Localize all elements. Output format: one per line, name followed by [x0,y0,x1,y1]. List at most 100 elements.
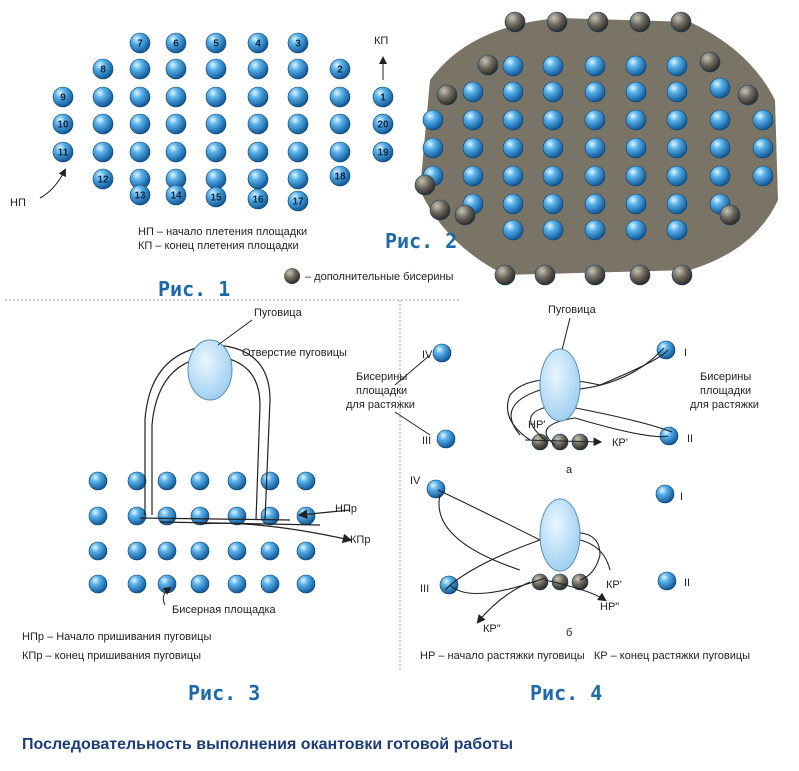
fig4-kr-prime: КР' [612,437,628,449]
bead-number: 2 [337,65,343,76]
fig4-nr-dprime: НР" [600,601,619,613]
fig2-bead [542,81,564,103]
fig3-title: Рис. 3 [188,681,260,705]
fig2-bead-grid [414,11,774,286]
fig2-bead [666,55,688,77]
extra-bead [436,84,458,106]
fig4-roman-iv-a: IV [422,349,433,361]
fig3-bead [190,471,210,491]
fig3-bead-grid [88,471,316,594]
fig2-bead [625,55,647,77]
fig4-platform-bead [659,426,679,446]
fig3-bead [260,574,280,594]
fig1-bead [247,188,269,210]
fig4-roman-iii-b: III [420,583,429,595]
fig2-bead [752,137,774,159]
extra-bead [584,264,606,286]
bead-number: 11 [58,148,69,159]
extra-bead [534,264,556,286]
fig3-bead [88,541,108,561]
bead-number: 16 [252,195,264,206]
extra-bead [699,51,721,73]
fig1-bead [205,58,227,80]
fig3-bead [127,541,147,561]
fig2-bead [666,81,688,103]
bead-number: 12 [97,175,109,186]
bead-number: 9 [60,93,66,104]
fig3-bead [157,506,177,526]
fig2-bead [752,165,774,187]
extra-bead [671,264,693,286]
fig1-bead [205,168,227,190]
fig1-bead [165,86,187,108]
fig4-beads-right-2: площадки [700,385,751,397]
extra-bead [494,264,516,286]
fig3-bead [227,541,247,561]
extra-bead [587,11,609,33]
bead-number: 6 [173,39,179,50]
fig4-beads [426,340,679,595]
fig3-bead [190,574,210,594]
fig3-hole-label: Отверстие пуговицы [242,347,347,359]
fig2-bead [542,219,564,241]
fig1-bead [247,113,269,135]
fig3-legend-end: КПр – конец пришивания пуговицы [22,650,201,662]
fig2-bead [462,165,484,187]
fig1-bead [205,141,227,163]
fig2-bead [462,81,484,103]
fig3-bead [296,506,316,526]
fig3-bead [296,471,316,491]
fig2-bead [542,55,564,77]
fig2-bead [502,193,524,215]
fig1-bead [129,184,151,206]
extra-bead [454,204,476,226]
fig1-start-arrow [39,168,66,199]
fig1-bead [329,86,351,108]
fig4b-button [539,498,581,572]
fig1-bead [205,113,227,135]
fig3-legend-start: НПр – Начало пришивания пуговицы [22,631,211,643]
extra-bead [546,11,568,33]
fig1-bead [165,58,187,80]
fig1-title: Рис. 1 [158,277,230,301]
extra-bead [719,204,741,226]
fig1-bead [205,32,227,54]
fig2-bead [625,165,647,187]
fig2-bead [666,109,688,131]
extra-bead [629,11,651,33]
fig1-bead [129,141,151,163]
fig4-nr-prime: НР' [528,419,545,431]
fig2-legend: – дополнительные бисерины [305,271,454,283]
fig1-bead [247,58,269,80]
fig4-title: Рис. 4 [530,681,602,705]
fig1-bead [372,86,394,108]
fig4-beads-left-2: площадки [356,385,407,397]
fig4-sub-a: а [566,464,573,476]
bead-number: 3 [295,39,301,50]
extra-bead [429,199,451,221]
fig1-bead [205,186,227,208]
fig1-bead [92,86,114,108]
fig4-roman-ii-a: II [687,433,693,445]
fig1-bead [287,190,309,212]
fig4-kr-dprime: КР" [483,623,501,635]
fig4-legend: НР – начало растяжки пуговицы КР – конец… [420,650,750,662]
fig2-bead [584,165,606,187]
fig3-button-label: Пуговица [254,307,303,319]
fig2-bead [462,137,484,159]
bead-number: 14 [170,191,182,202]
bead-number: 4 [255,39,261,50]
fig1-bead [92,58,114,80]
fig4-platform-bead [655,484,675,504]
bead-number: 15 [210,193,222,204]
fig1-bead [205,86,227,108]
fig3-bead [296,541,316,561]
fig3-bead [260,471,280,491]
fig4-leader [394,411,431,436]
fig3-start-label: НПр [335,503,357,515]
fig4-roman-i-b: I [680,491,683,503]
bead-number: 17 [292,197,304,208]
fig1-bead [129,32,151,54]
